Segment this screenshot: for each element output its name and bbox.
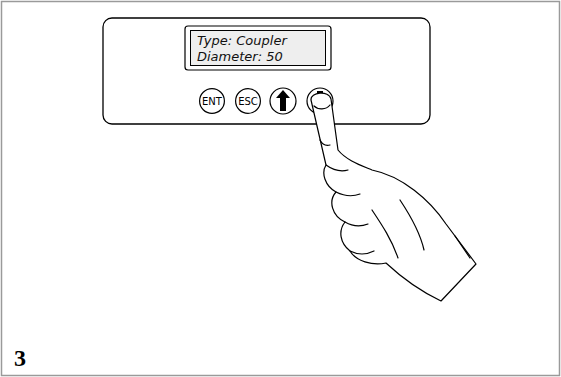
lcd-display: Type: CouplerDiameter: 50 <box>190 30 326 66</box>
wrist-line <box>455 236 470 258</box>
fingernail <box>314 105 330 109</box>
up-button <box>270 88 296 114</box>
display-bezel <box>185 26 331 70</box>
finger-crease <box>326 165 348 171</box>
button-label: ENT <box>202 96 222 107</box>
display-text: Type: Coupler <box>197 33 319 49</box>
pressing-hand <box>311 93 476 301</box>
button-circle <box>236 89 261 114</box>
finger-crease <box>345 222 368 226</box>
display-text: Diameter: 50 <box>197 49 319 65</box>
palm-line <box>372 210 398 258</box>
palm-line <box>400 200 424 250</box>
button-label: ESC <box>238 96 258 107</box>
enter-button: ENT <box>199 88 225 114</box>
figure-number: 3 <box>14 345 26 372</box>
finger-crease <box>336 192 360 196</box>
finger-crease <box>350 251 374 254</box>
escape-button: ESC <box>235 88 261 114</box>
button-circle <box>200 89 225 114</box>
up-arrow-symbol <box>276 90 290 111</box>
hand-outline <box>311 93 476 301</box>
knuckle-line <box>320 140 330 145</box>
control-panel <box>103 18 430 124</box>
